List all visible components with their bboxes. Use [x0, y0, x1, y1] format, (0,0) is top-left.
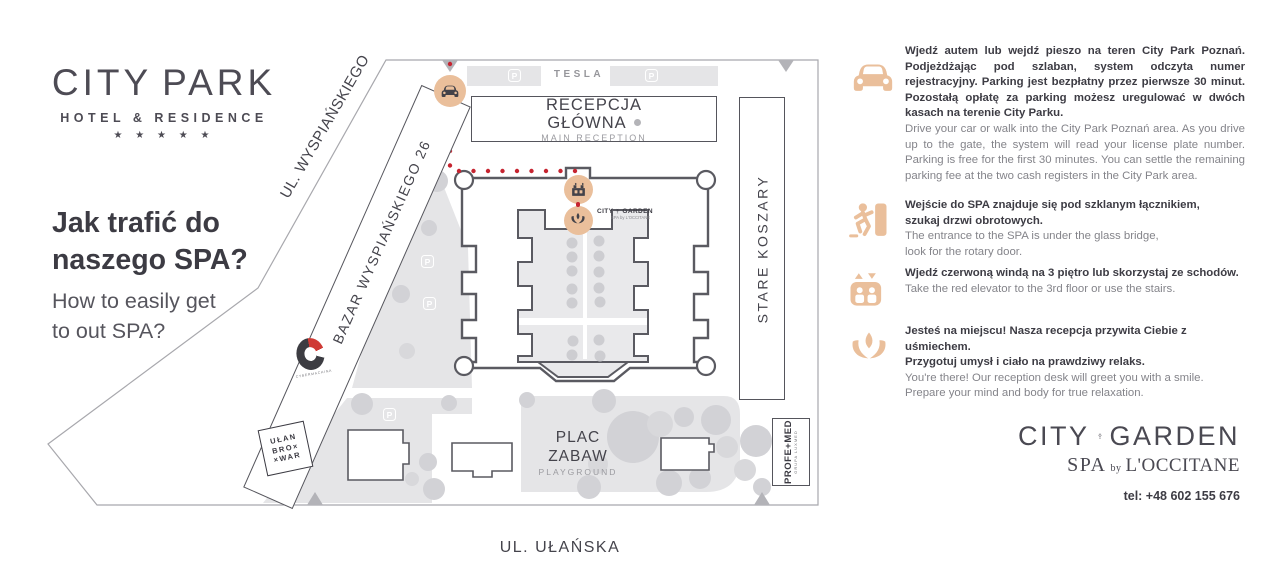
logo-word-city: CITY [51, 62, 153, 103]
courtyard-path [583, 231, 587, 359]
parking-icon: P [645, 69, 658, 82]
outbuilding-a [347, 429, 410, 481]
cybermachina-logo: CYBERMACHINA [285, 334, 337, 379]
instruction-step-2: Wejście do SPA znajduje się pod szklanym… [845, 198, 1247, 260]
parking-icon: P [423, 297, 436, 310]
playground-label-group: PLAC ZABAW PLAYGROUND [518, 428, 638, 477]
title-en-line2: to out SPA? [52, 319, 166, 343]
step1-text-pl: Wjedź autem lub wejdź pieszo na teren Ci… [905, 45, 1245, 120]
park-wedge [352, 167, 472, 388]
logo-word-park: PARK [162, 62, 277, 103]
step3-text-pl: Wjedź czerwoną windą na 3 piętro lub sko… [905, 267, 1239, 279]
city-garden-map-mark: CITY GARDEN SPA by L'OCCITANE [597, 207, 653, 221]
lavender-sprig-icon [1097, 420, 1103, 452]
entrance-marker-bottom-left [307, 492, 323, 505]
car-icon [440, 81, 460, 101]
entrance-marker-top-right [778, 60, 794, 72]
runner-door-icon [847, 200, 891, 242]
car-entry-waypoint [434, 75, 466, 107]
ulan-browar-logo: UŁAN BRO× ×WAR [257, 420, 314, 477]
title-en-line1: How to easily get [52, 289, 216, 313]
lotus-icon [570, 212, 586, 228]
building-icon [570, 181, 587, 198]
city-garden-spa-logo: CITY GARDEN SPA by L'OCCITANE tel: +48 6… [1018, 420, 1240, 504]
courtyard-south-bay [535, 361, 631, 378]
main-reception-building: RECEPCJA GŁÓWNA MAIN RECEPTION [471, 95, 717, 143]
reception-line2: GŁÓWNA [547, 114, 641, 132]
phone-number: tel: +48 602 155 676 [1123, 489, 1240, 503]
playground-line1: PLAC [555, 429, 601, 446]
title-pl-line2: naszego SPA? [52, 244, 248, 276]
city-park-logo: CITY PARK HOTEL & RESIDENCE ★ ★ ★ ★ ★ [52, 62, 276, 141]
parking-icon: P [383, 408, 396, 421]
logo-word-garden: GARDEN [1109, 420, 1240, 451]
outbuilding-b [451, 442, 513, 478]
spa-waypoint [563, 205, 593, 235]
lotus-icon [847, 330, 891, 370]
reception-line1: RECEPCJA [545, 95, 643, 114]
outbuildings [347, 429, 715, 481]
page-title: Jak trafić do naszego SPA? How to easily… [52, 205, 302, 346]
title-pl-line1: Jak trafić do [52, 207, 220, 239]
corner-towers [453, 169, 717, 377]
site-boundary [47, 59, 819, 506]
logo-subtitle: HOTEL & RESIDENCE [60, 111, 268, 125]
outbuilding-c [660, 437, 715, 471]
parking-icon: P [421, 255, 434, 268]
step4-text-pl: Jesteś na miejscu! Nasza recepcja przywi… [905, 325, 1187, 369]
car-icon [847, 54, 899, 100]
hotel-building [453, 166, 717, 383]
instruction-step-4: Jesteś na miejscu! Nasza recepcja przywi… [845, 324, 1247, 402]
stare-koszary-building: STARE KOSZARY [739, 97, 785, 400]
parking-icon: P [508, 69, 521, 82]
playground-subtitle: PLAYGROUND [538, 467, 618, 477]
step3-text-en: Take the red elevator to the 3rd floor o… [905, 282, 1176, 295]
logo-word-city: CITY [1018, 420, 1090, 451]
profemed-label: PROFE+MED [783, 420, 795, 484]
entrance-marker-bottom-right [754, 492, 770, 505]
gate-waypoint [563, 174, 593, 204]
spa-by-loccitane: SPA by L'OCCITANE [1067, 454, 1240, 476]
step2-text-en: The entrance to the SPA is under the gla… [905, 230, 1159, 258]
profemed-building: PROFE+MED GRUPA LUXMED [772, 418, 810, 486]
courtyard-cross-path [519, 318, 647, 325]
parking-strip-left [467, 66, 541, 86]
reception-subtitle: MAIN RECEPTION [541, 132, 647, 143]
instruction-step-3: Wjedź czerwoną windą na 3 piętro lub sko… [845, 266, 1247, 297]
cybermachina-c-icon [293, 335, 328, 373]
reception-dot [633, 119, 641, 126]
step4-text-en: You're there! Our reception desk will gr… [905, 371, 1204, 400]
step1-text-en: Drive your car or walk into the City Par… [905, 122, 1245, 182]
stare-koszary-label: STARE KOSZARY [754, 174, 770, 323]
courtyard-trees [566, 235, 606, 362]
step2-text-pl: Wejście do SPA znajduje się pod szklanym… [905, 199, 1200, 227]
playground-line2: ZABAW [548, 448, 608, 465]
instruction-step-1: Wjedź autem lub wejdź pieszo na teren Ci… [845, 44, 1247, 184]
route-dot [575, 202, 581, 207]
elevator-icon [847, 270, 889, 314]
trees [351, 170, 772, 500]
street-label-ulanska: UL. UŁAŃSKA [499, 539, 621, 556]
lavender-sprig-icon [615, 207, 620, 215]
five-stars: ★ ★ ★ ★ ★ [113, 130, 215, 141]
parking-strip-right [610, 66, 718, 86]
tesla-chargers-label: TESLA [553, 69, 605, 80]
